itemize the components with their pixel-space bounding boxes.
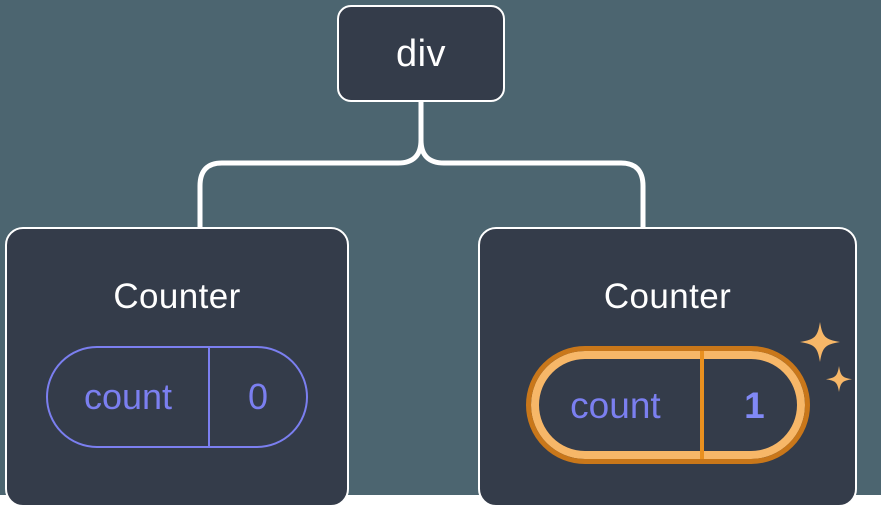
state-key-cell-left: count bbox=[48, 348, 208, 446]
sparkle-small-icon bbox=[825, 366, 852, 392]
sparkle-large-icon bbox=[799, 322, 840, 362]
state-pill-left-wrap: count 0 bbox=[46, 346, 308, 448]
node-counter-left-label: Counter bbox=[113, 277, 241, 316]
edge-to-left-child bbox=[197, 99, 424, 230]
state-value-cell-left: 0 bbox=[207, 348, 306, 446]
state-key-left: count bbox=[83, 376, 173, 417]
state-pill-right[interactable]: count 1 bbox=[525, 346, 810, 464]
state-value-left: 0 bbox=[247, 376, 268, 417]
node-div[interactable]: div bbox=[337, 5, 505, 102]
edge-to-right-child bbox=[418, 99, 646, 230]
node-counter-right-label: Counter bbox=[603, 277, 732, 316]
node-counter-left[interactable]: Counter count 0 bbox=[5, 227, 349, 507]
state-pill-left[interactable]: count 0 bbox=[46, 346, 308, 448]
state-key-right: count bbox=[570, 384, 661, 426]
tree-edges bbox=[197, 99, 646, 230]
state-pill-right-wrap: count 1 bbox=[525, 322, 852, 464]
state-value-cell-right: 1 bbox=[700, 351, 804, 459]
state-key-cell-right: count bbox=[531, 351, 701, 459]
node-div-label: div bbox=[395, 32, 447, 75]
node-counter-right[interactable]: Counter count 1 bbox=[478, 227, 857, 507]
state-value-right: 1 bbox=[744, 384, 765, 426]
